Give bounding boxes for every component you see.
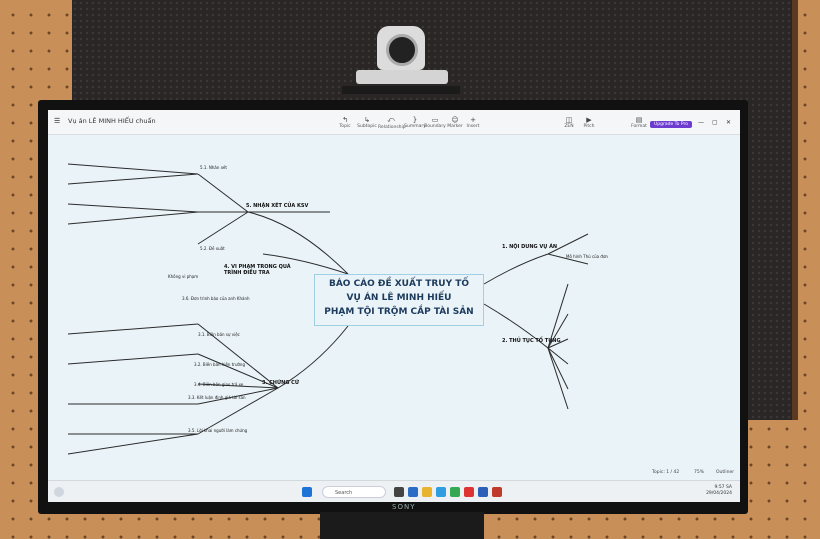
file-explorer-icon[interactable] bbox=[422, 487, 432, 497]
tool-topic[interactable]: ↰Topic bbox=[332, 116, 358, 129]
close-icon[interactable]: ✕ bbox=[726, 119, 732, 126]
subtopic-bien-ban-hien-truong[interactable]: 3.2. Biên bản hiện trường bbox=[194, 362, 246, 367]
relationship-icon: ⤺ bbox=[387, 116, 395, 124]
edge-icon[interactable] bbox=[436, 487, 446, 497]
tool-summary[interactable]: }Summary bbox=[402, 116, 428, 129]
upgrade-button[interactable]: Upgrade To Pro bbox=[650, 121, 692, 128]
topic-counter: Topic: 1 / 42 bbox=[652, 470, 680, 475]
camera-lens bbox=[386, 34, 418, 66]
subtopic-don-trinh-bao[interactable]: 3.6. Đơn trình báo của anh Khánh bbox=[182, 296, 250, 301]
start-icon[interactable] bbox=[302, 487, 312, 497]
status-bar: Topic: 1 / 42 75% Outliner bbox=[48, 466, 740, 480]
outliner-toggle[interactable]: Outliner bbox=[716, 470, 735, 475]
widgets-icon[interactable] bbox=[54, 487, 64, 497]
subtopic-loi-khai[interactable]: 3.5. Lời khai người làm chứng bbox=[188, 428, 248, 433]
tool-zen[interactable]: ◫ZEN bbox=[556, 116, 582, 129]
tool-subtopic[interactable]: ↳Subtopic bbox=[354, 116, 380, 129]
boundary-icon: ▭ bbox=[431, 116, 439, 124]
central-topic[interactable]: BÁO CÁO ĐỀ XUẤT TRUY TỐ VỤ ÁN LÊ MINH HI… bbox=[314, 274, 484, 326]
subtopic-dinh-gia[interactable]: 3.3. Kết luận định giá tài sản bbox=[188, 395, 246, 400]
pitch-icon: ▶ bbox=[586, 116, 592, 124]
subtopic-khong-vi-pham[interactable]: Không vi phạm bbox=[168, 274, 199, 279]
zoom-level[interactable]: 75% bbox=[694, 470, 705, 475]
tool-boundary[interactable]: ▭Boundary bbox=[422, 116, 448, 129]
subtopic-giao-tra-xe[interactable]: 3.4. Biên bản giao trả xe bbox=[194, 382, 244, 387]
subtopic-bien-ban-su-viec[interactable]: 3.1. Biên bản sự việc bbox=[198, 332, 240, 337]
tool-insert[interactable]: +Insert bbox=[460, 116, 486, 129]
branch-noi-dung[interactable]: 1. NỘI DUNG VỤ ÁN bbox=[502, 244, 558, 250]
app-icon-1[interactable] bbox=[408, 487, 418, 497]
document-title: Vụ án LÊ MINH HIẾU chuẩn bbox=[68, 117, 156, 125]
windows-taskbar: Search 9:57 SA 29/04/2024 bbox=[48, 480, 740, 502]
subtopic-mo-hinh[interactable]: Mô hình Thú của đơn bbox=[566, 254, 608, 259]
tv-brand-logo: SONY bbox=[392, 503, 416, 511]
conference-camera bbox=[342, 26, 460, 98]
subtopic-nhan-xet[interactable]: 5.1. Nhân xét bbox=[200, 165, 227, 170]
taskbar-search[interactable]: Search bbox=[322, 486, 386, 498]
tool-relationship[interactable]: ⤺Relationship bbox=[378, 116, 406, 130]
tool-marker[interactable]: ☺Marker bbox=[442, 116, 468, 129]
branch-thu-tuc[interactable]: 2. THỦ TỤC TỐ TỤNG bbox=[502, 338, 561, 344]
marker-icon: ☺ bbox=[451, 116, 459, 124]
menu-icon[interactable]: ☰ bbox=[54, 117, 61, 125]
system-clock[interactable]: 9:57 SA 29/04/2024 bbox=[706, 485, 732, 496]
summary-icon: } bbox=[412, 116, 418, 124]
minimize-icon[interactable]: — bbox=[698, 119, 704, 126]
subtopic-de-xuat[interactable]: 5.2. Đề xuất bbox=[200, 246, 225, 251]
plus-icon: + bbox=[470, 116, 476, 124]
mindmap-connectors bbox=[67, 163, 589, 455]
app-toolbar: ☰ Vụ án LÊ MINH HIẾU chuẩn ↰Topic ↳Subto… bbox=[48, 110, 740, 135]
branch-chung-cu[interactable]: 3. CHỨNG CỨ bbox=[262, 380, 300, 386]
tool-format[interactable]: ▤Format bbox=[626, 116, 652, 129]
tool-pitch[interactable]: ▶Pitch bbox=[576, 116, 602, 129]
tv-screen: ☰ Vụ án LÊ MINH HIẾU chuẩn ↰Topic ↳Subto… bbox=[48, 110, 740, 502]
branch-nhan-xet[interactable]: 5. NHẬN XÉT CỦA KSV bbox=[246, 203, 309, 209]
task-view-icon[interactable] bbox=[394, 487, 404, 497]
app-icon-2[interactable] bbox=[464, 487, 474, 497]
subtopic-icon: ↳ bbox=[364, 116, 370, 124]
chrome-icon[interactable] bbox=[450, 487, 460, 497]
topic-icon: ↰ bbox=[342, 116, 348, 124]
xmind-icon[interactable] bbox=[492, 487, 502, 497]
maximize-icon[interactable]: ▢ bbox=[712, 119, 718, 126]
branch-vi-pham[interactable]: 4. VI PHẠM TRONG QUÁ TRÌNH ĐIỀU TRA bbox=[224, 264, 291, 276]
format-icon: ▤ bbox=[635, 116, 643, 124]
zen-icon: ◫ bbox=[565, 116, 573, 124]
tv-stand bbox=[320, 512, 484, 539]
word-icon[interactable] bbox=[478, 487, 488, 497]
